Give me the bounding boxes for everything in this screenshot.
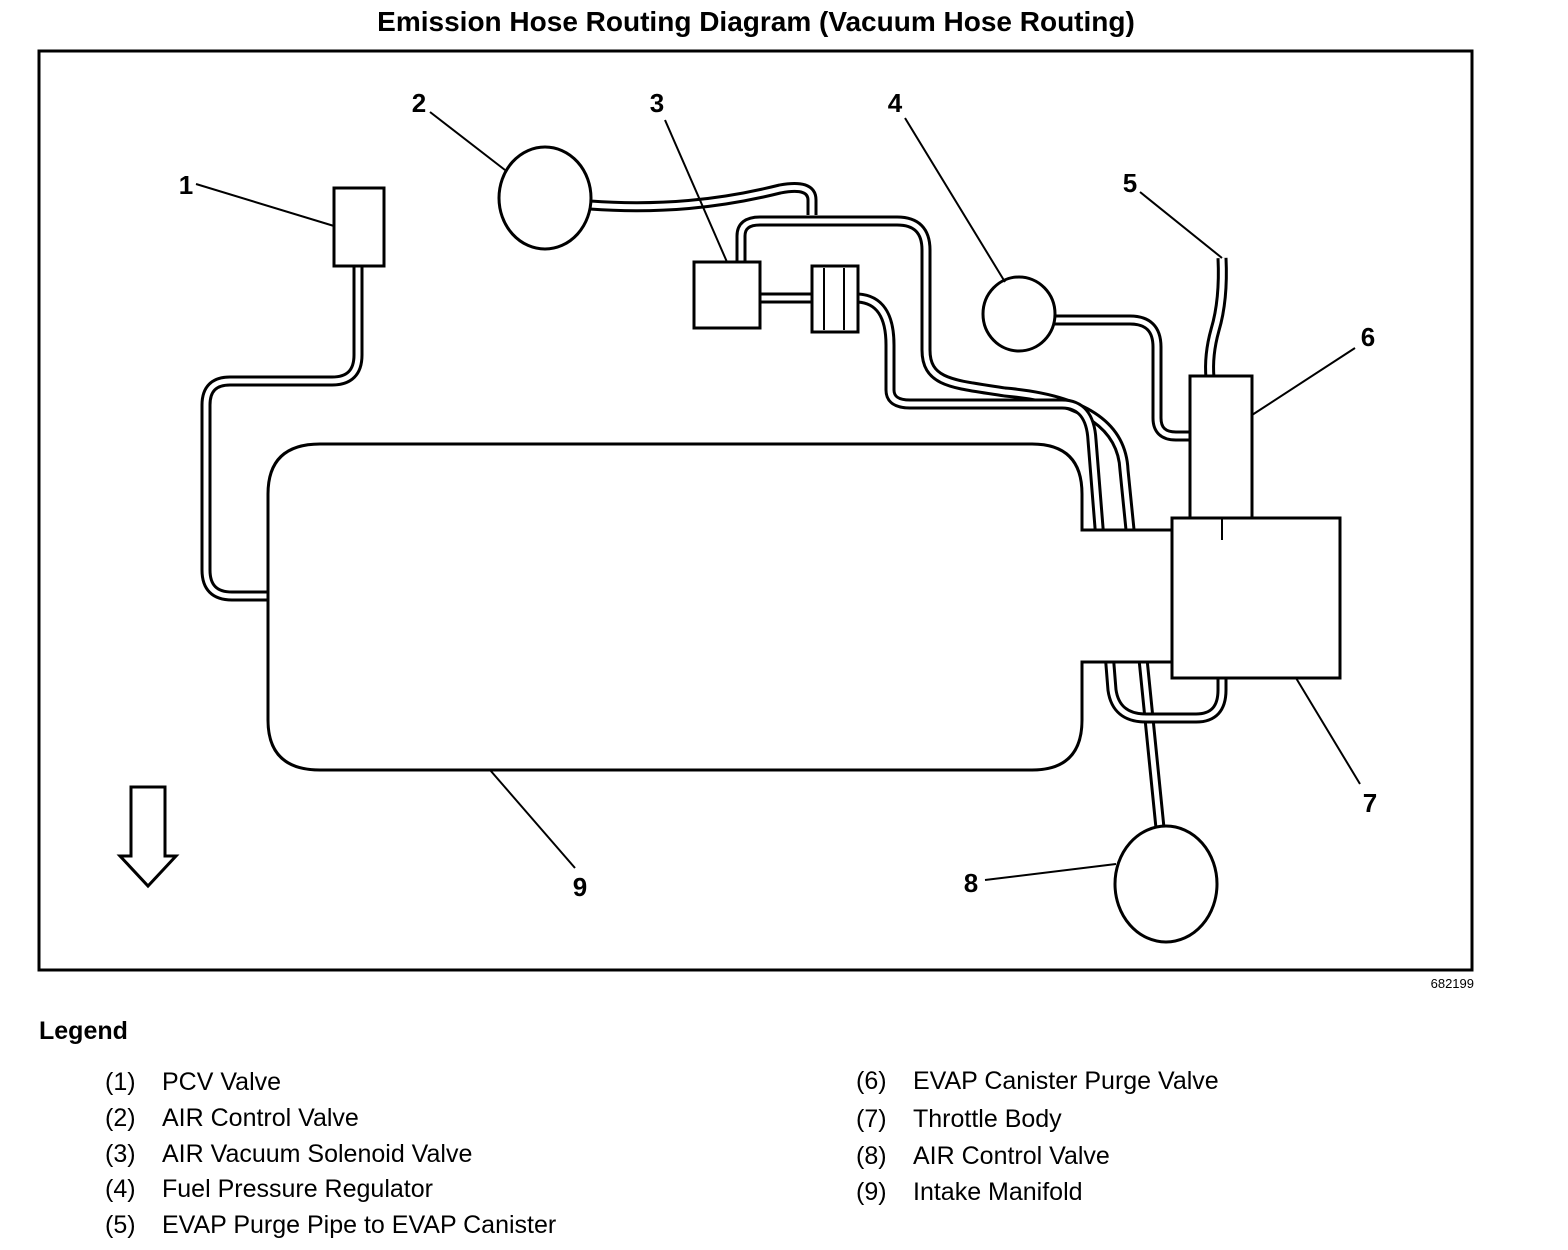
legend-item-label: AIR Vacuum Solenoid Valve	[162, 1140, 473, 1168]
legend-item-label: Intake Manifold	[913, 1178, 1083, 1206]
hose-routing-diagram: .frame { fill: none; stroke: #000; strok…	[37, 49, 1474, 972]
callout-2: 2	[412, 88, 426, 118]
callout-1: 1	[179, 170, 193, 200]
leader-line-1	[195, 183, 335, 227]
legend-item-label: PCV Valve	[162, 1068, 282, 1096]
leader-line-6	[1251, 347, 1356, 416]
legend-item-label: EVAP Canister Purge Valve	[913, 1067, 1219, 1095]
legend-item-label: AIR Control Valve	[913, 1142, 1110, 1170]
intake-manifold	[266, 442, 1174, 772]
hose-pcv-to-manifold	[200, 266, 364, 602]
throttle-body	[1170, 516, 1342, 680]
legend-heading: Legend	[39, 1017, 128, 1045]
legend-item-number: (3)	[105, 1140, 136, 1168]
callout-7: 7	[1363, 788, 1377, 818]
figure-id: 682199	[1430, 976, 1474, 991]
air-control-valve-2	[497, 145, 593, 251]
callout-9: 9	[573, 872, 587, 902]
front-direction-arrow-icon	[116, 785, 180, 889]
leader-line-9	[489, 769, 576, 869]
leader-line-5	[1139, 191, 1223, 259]
evap-purge-pipe	[1204, 257, 1228, 379]
leader-line-2	[429, 111, 506, 171]
legend-item-label: AIR Control Valve	[162, 1104, 359, 1132]
callout-8: 8	[964, 868, 978, 898]
leader-line-8	[984, 863, 1117, 881]
callout-6: 6	[1361, 322, 1375, 352]
legend-item-number: (7)	[856, 1105, 887, 1133]
hose-air-control-to-solenoid	[589, 181, 818, 215]
pcv-valve	[332, 186, 386, 268]
callout-4: 4	[888, 88, 903, 118]
legend-item-number: (6)	[856, 1067, 887, 1095]
legend-item-number: (5)	[105, 1211, 136, 1239]
hose-solenoid-to-air-control-8	[735, 215, 1166, 829]
legend-item-number: (9)	[856, 1178, 887, 1206]
legend-item-number: (1)	[105, 1068, 136, 1096]
leader-line-4	[904, 117, 1006, 283]
legend-item-label: Throttle Body	[913, 1105, 1062, 1133]
callout-3: 3	[650, 88, 664, 118]
diagram-frame	[37, 49, 1474, 972]
fuel-pressure-regulator	[981, 275, 1057, 353]
hose-filter-to-throttle-body	[857, 292, 1228, 724]
inline-vacuum-filter	[810, 264, 860, 334]
evap-canister-purge-valve	[1188, 374, 1254, 520]
callout-5: 5	[1123, 168, 1137, 198]
leader-line-7	[1295, 677, 1361, 785]
legend-item-label: Fuel Pressure Regulator	[162, 1175, 433, 1203]
legend-item-number: (4)	[105, 1175, 136, 1203]
legend-item-number: (8)	[856, 1142, 887, 1170]
air-control-valve-8	[1113, 824, 1219, 944]
diagram-title: Emission Hose Routing Diagram (Vacuum Ho…	[377, 6, 1135, 37]
leader-line-3	[664, 119, 728, 263]
legend-item-number: (2)	[105, 1104, 136, 1132]
air-vacuum-solenoid-valve	[692, 260, 762, 330]
legend-item-label: EVAP Purge Pipe to EVAP Canister	[162, 1211, 557, 1239]
